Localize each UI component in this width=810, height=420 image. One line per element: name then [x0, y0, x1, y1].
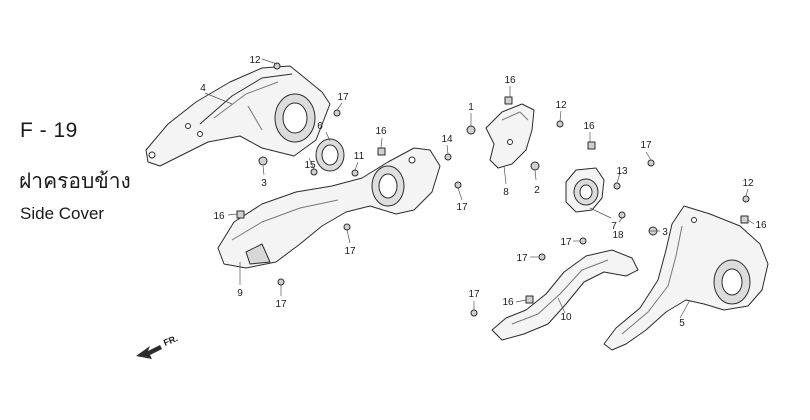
callout-7: 7: [611, 221, 617, 232]
callout-16-far-right: 16: [755, 220, 767, 231]
callout-17-strip-mid: 17: [516, 253, 528, 264]
callout-12-center: 12: [555, 100, 567, 111]
callout-17-right: 17: [640, 140, 652, 151]
front-arrow-label: FR.: [162, 333, 179, 348]
callout-10: 10: [560, 312, 572, 323]
part-10-lower-strip: [491, 249, 639, 341]
callout-16-left: 16: [213, 211, 225, 222]
callout-14: 14: [441, 134, 453, 145]
part-4-upper-left-cover: [145, 65, 331, 167]
callout-17-strip-top: 17: [560, 237, 572, 248]
part-7-right-round-cover: [565, 167, 605, 213]
callout-17-top: 17: [337, 92, 349, 103]
callout-15: 15: [304, 160, 316, 171]
callout-17-middle: 17: [456, 202, 468, 213]
callout-16-middle: 16: [375, 126, 387, 137]
callout-11: 11: [354, 151, 365, 162]
part-8-center-bracket: [485, 103, 535, 169]
leader-lines: [204, 58, 755, 319]
title-english: Side Cover: [20, 204, 105, 223]
part-5-right-side-cover: [603, 205, 769, 351]
part-9-lower-left-cover: [217, 147, 441, 269]
callout-12-right: 12: [742, 178, 754, 189]
callout-5: 5: [679, 318, 685, 329]
callout-17-lower-left: 17: [275, 299, 287, 310]
callout-16-bracket: 16: [504, 75, 516, 86]
callout-3-right: 3: [662, 227, 668, 238]
callout-16-lower: 16: [502, 297, 514, 308]
callout-8: 8: [503, 187, 509, 198]
callout-17-lower-middle: 17: [344, 246, 356, 257]
callout-4: 4: [200, 83, 206, 94]
callout-1: 1: [468, 102, 474, 113]
callout-12-top: 12: [249, 55, 261, 66]
callout-17-strip-bottom: 17: [468, 289, 480, 300]
section-code: F - 19: [20, 119, 78, 142]
front-arrow-icon: [136, 345, 162, 359]
callout-13: 13: [616, 166, 628, 177]
part-6-grommet: [315, 138, 345, 172]
callout-6: 6: [317, 121, 323, 132]
title-thai: ฝาครอบข้าง: [19, 169, 131, 193]
callout-2: 2: [534, 185, 540, 196]
callout-3-left: 3: [261, 178, 267, 189]
callout-9: 9: [237, 288, 243, 299]
callout-18: 18: [612, 230, 624, 241]
callout-16-right-center: 16: [583, 121, 595, 132]
